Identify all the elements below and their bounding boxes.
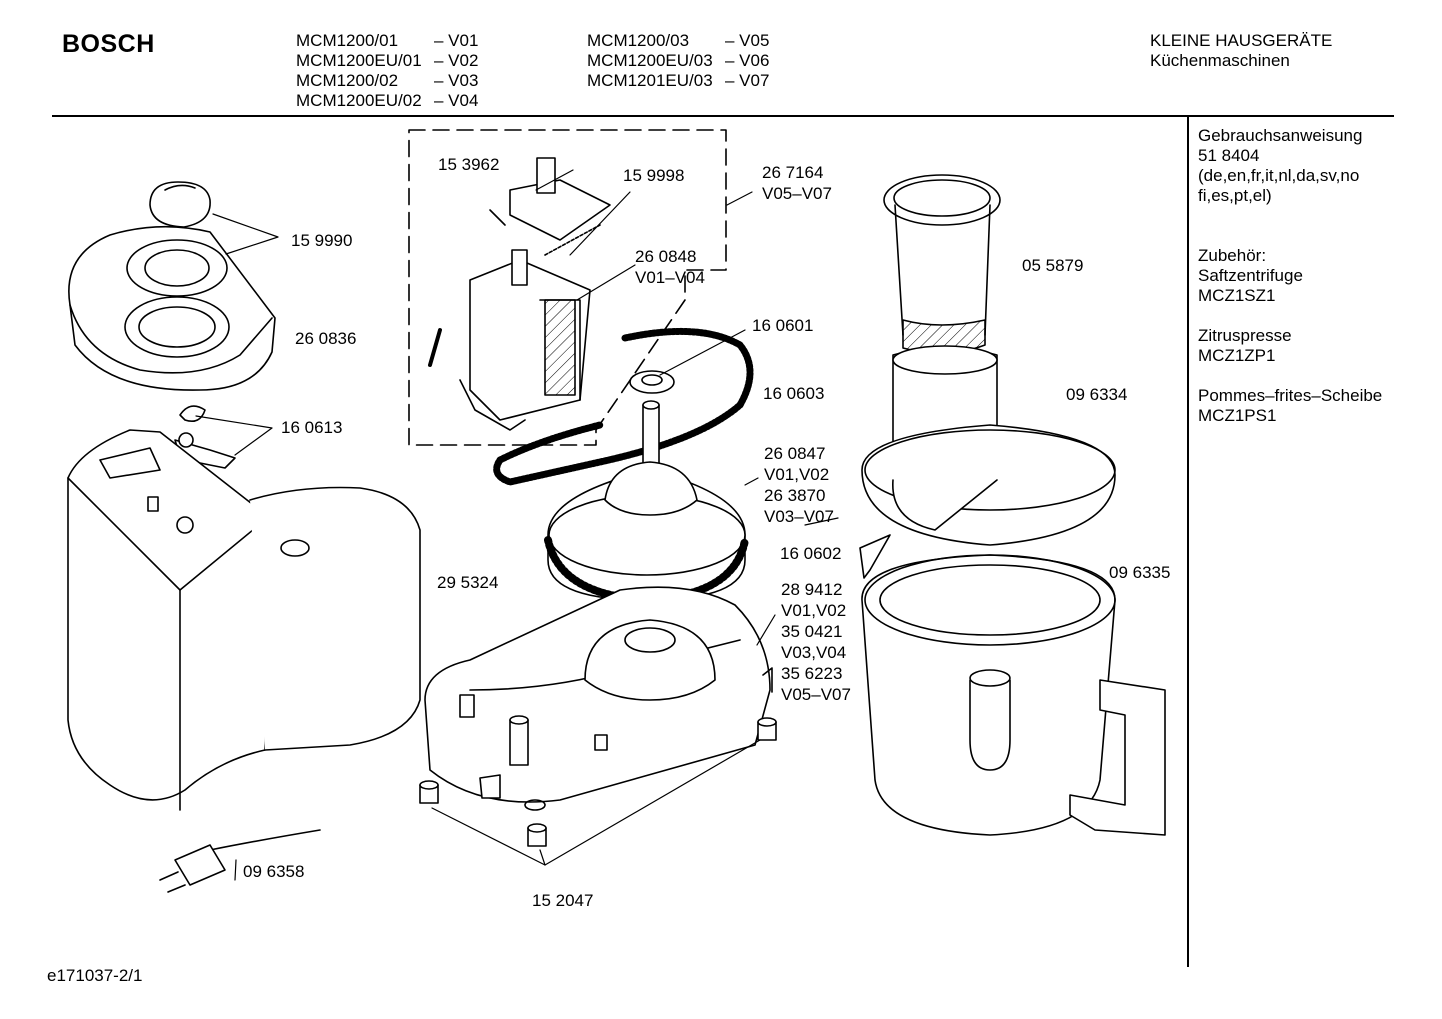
part-label: 26 0836 [295, 329, 357, 348]
part-label: 15 9998 [623, 166, 685, 185]
mixing-bowl-part [861, 554, 1166, 836]
part-variant: V01–V04 [635, 268, 705, 287]
accessory-item: Pommes–frites–Scheibe MCZ1PS1 [1198, 386, 1382, 426]
rubber-feet-part [419, 717, 777, 847]
part-label: 35 6223 [781, 664, 843, 683]
model-row: MCM1200EU/03 – V06 [587, 51, 769, 71]
part-label: 35 0421 [781, 622, 843, 641]
model-row: MCM1200/01 – V01 [296, 31, 478, 51]
part-label: 15 9990 [291, 231, 353, 250]
part-label: 09 6334 [1066, 385, 1128, 404]
sidebar-divider [1187, 117, 1189, 967]
accessories-block: Zubehör: Saftzentrifuge MCZ1SZ1 [1198, 246, 1303, 306]
model-variant: – V04 [434, 91, 479, 110]
model-variant: – V05 [725, 31, 770, 50]
part-label: 09 6358 [243, 862, 305, 881]
base-housing-part [67, 429, 421, 811]
manual-info: Gebrauchsanweisung 51 8404 (de,en,fr,it,… [1198, 126, 1362, 206]
category-subtitle: Küchenmaschinen [1150, 51, 1290, 70]
part-label: 09 6335 [1109, 563, 1171, 582]
part-label: 26 0848 [635, 247, 697, 266]
model-row: MCM1200EU/01 – V02 [296, 51, 478, 71]
manual-number: 51 8404 [1198, 146, 1260, 165]
manual-languages: fi,es,pt,el) [1198, 186, 1272, 205]
pulley-part [629, 370, 675, 394]
accessory-code: MCZ1PS1 [1198, 406, 1277, 425]
motor-group-box [408, 129, 727, 446]
part-label: 29 5324 [437, 573, 499, 592]
power-cord-part [159, 829, 321, 893]
accessory-item: Zitruspresse MCZ1ZP1 [1198, 326, 1292, 366]
model-row: MCM1201EU/03 – V07 [587, 71, 769, 91]
motor-assembly-part [428, 157, 611, 431]
part-variant: V05–V07 [781, 685, 851, 704]
model-variant: – V02 [434, 51, 479, 70]
accessory-name: Pommes–frites–Scheibe [1198, 386, 1383, 405]
part-label: 16 0603 [763, 384, 825, 403]
model-number: MCM1201EU/03 [587, 71, 713, 90]
model-number: MCM1200/03 [587, 31, 690, 50]
part-variant: V03,V04 [781, 643, 847, 662]
model-number: MCM1200EU/02 [296, 91, 422, 110]
part-label: 16 0601 [752, 316, 814, 335]
model-row: MCM1200/02 – V03 [296, 71, 478, 91]
model-variant: – V03 [434, 71, 479, 90]
part-label: 26 3870 [764, 486, 826, 505]
part-label: 16 0613 [281, 418, 343, 437]
food-pusher-part [883, 174, 1001, 355]
accessory-code: MCZ1ZP1 [1198, 346, 1276, 365]
leader-lines [195, 169, 839, 881]
model-list-right: MCM1200/03 – V05 MCM1200EU/03 – V06 MCM120… [587, 31, 769, 91]
accessories-title: Zubehör: [1198, 246, 1267, 265]
part-label: 26 7164 [762, 163, 824, 182]
accessory-code: MCZ1SZ1 [1198, 286, 1276, 305]
model-variant: – V06 [725, 51, 770, 70]
bottom-tray-part [424, 586, 773, 811]
part-label: 26 0847 [764, 444, 826, 463]
model-number: MCM1200/01 [296, 31, 399, 50]
model-variant: – V01 [434, 31, 479, 50]
part-label: 05 5879 [1022, 256, 1084, 275]
shaft-part [642, 400, 660, 476]
model-number: MCM1200EU/03 [587, 51, 713, 70]
brand-logo: BOSCH [62, 30, 155, 58]
part-label: 15 3962 [438, 155, 500, 174]
model-row: MCM1200/03 – V05 [587, 31, 769, 51]
category-block: KLEINE HAUSGERÄTE Küchenmaschinen [1150, 31, 1332, 71]
accessory-name: Zitruspresse [1198, 326, 1292, 345]
model-variant: – V07 [725, 71, 770, 90]
part-variant: V01,V02 [781, 601, 847, 620]
part-variant: V01,V02 [764, 465, 830, 484]
model-number: MCM1200EU/01 [296, 51, 422, 70]
part-variant: V03–V07 [764, 507, 834, 526]
gear-part [544, 461, 749, 604]
part-variant: V05–V07 [762, 184, 832, 203]
manual-title: Gebrauchsanweisung [1198, 126, 1363, 145]
model-row: MCM1200EU/02 – V04 [296, 91, 478, 111]
document-id: e171037-2/1 [47, 966, 143, 985]
blade-part [859, 534, 891, 579]
part-label: 28 9412 [781, 580, 843, 599]
part-label: 15 2047 [532, 891, 594, 910]
manual-languages: (de,en,fr,it,nl,da,sv,no [1198, 166, 1360, 185]
knob-part [149, 181, 211, 228]
model-number: MCM1200/02 [296, 71, 399, 90]
part-label: 16 0602 [780, 544, 842, 563]
lid-cover-part [68, 225, 276, 391]
category-title: KLEINE HAUSGERÄTE [1150, 31, 1333, 50]
model-list-left: MCM1200/01 – V01 MCM1200EU/01 – V02 MCM120… [296, 31, 478, 111]
accessory-name: Saftzentrifuge [1198, 266, 1303, 285]
drive-belt-part [493, 328, 754, 486]
bowl-lid-part [861, 345, 1116, 546]
header-divider [52, 115, 1394, 117]
